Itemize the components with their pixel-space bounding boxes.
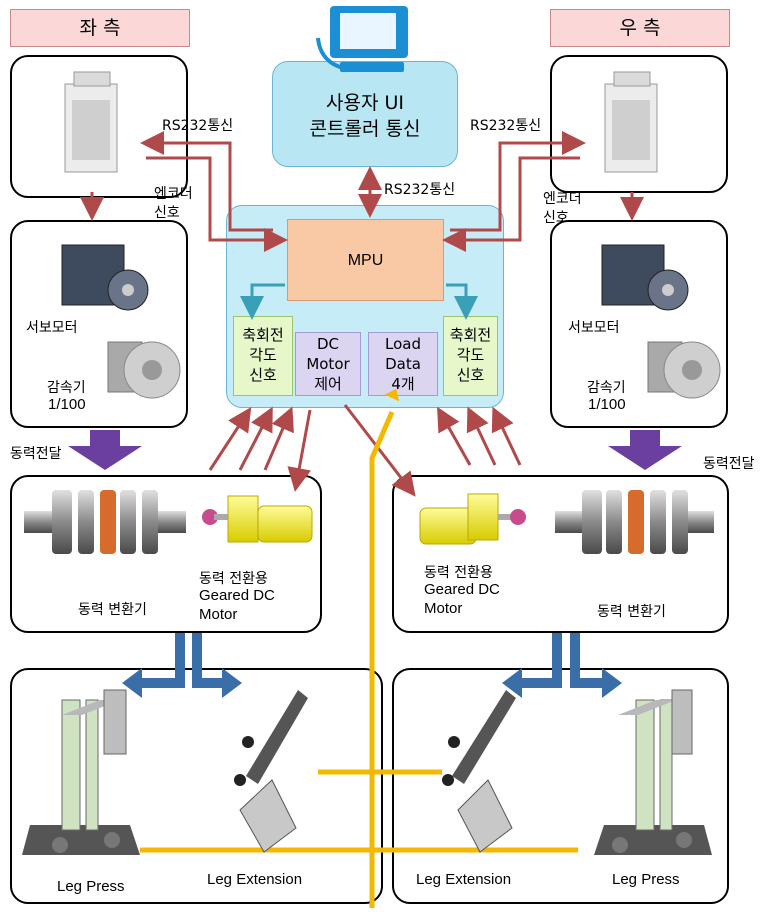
right-converter-label: 동력 변환기 — [597, 604, 666, 620]
right-leg-press-icon — [594, 689, 712, 855]
left-angle-line3: 신호 — [249, 366, 277, 384]
rs232-left-label: RS232통신 — [162, 118, 234, 134]
dc-motor-control-block: DC Motor 제어 — [295, 332, 361, 396]
right-reducer-icon — [647, 341, 721, 399]
right-motor-label-2: Geared DC — [424, 581, 500, 598]
left-servo-motor-icon — [61, 244, 149, 311]
load-data-line3: 4개 — [391, 375, 415, 393]
rs232-center-label: RS232통신 — [384, 182, 456, 198]
left-side-tag: 좌 측 — [10, 9, 190, 47]
right-servo-motor-icon — [601, 244, 689, 311]
rs232-right-label: RS232통신 — [470, 118, 542, 134]
right-rs232-arrow — [450, 131, 586, 232]
left-power-transfer-label: 동력전달 — [10, 446, 62, 462]
right-servo-motor-label: 서보모터 — [568, 320, 620, 336]
left-power-converter-icon — [24, 490, 186, 554]
right-sensor-arrow-1 — [437, 406, 472, 466]
load-data-line2: Data — [385, 355, 421, 373]
left-servo-motor-label: 서보모터 — [26, 320, 78, 336]
left-converter-label: 동력 변환기 — [78, 602, 147, 618]
right-servo-driver-icon — [604, 71, 658, 173]
left-reducer-icon — [107, 341, 181, 399]
load-data-line1: Load — [385, 335, 421, 353]
left-encoder-label-2: 신호 — [154, 205, 180, 221]
left-angle-teal-arrow — [240, 283, 285, 320]
load-data-yellow-lines — [140, 411, 578, 908]
right-sensor-arrow-3 — [491, 406, 522, 466]
right-sensor-arrow-2 — [466, 406, 497, 466]
right-blue-split-arrow — [502, 633, 622, 698]
dc-motor-line1: DC — [316, 335, 340, 353]
left-sensor-arrow-2 — [238, 406, 273, 471]
right-angle-line3: 신호 — [456, 366, 485, 384]
left-encoder-arrow — [146, 156, 288, 252]
user-ui-line2: 콘트롤러 통신 — [309, 118, 421, 140]
left-leg-press-label: Leg Press — [57, 878, 125, 895]
dc-motor-line3: 제어 — [314, 375, 342, 393]
right-encoder-arrow — [442, 156, 580, 252]
left-geared-dc-motor-icon — [202, 495, 313, 543]
right-reducer-label-2: 1/100 — [588, 396, 626, 413]
mpu-block: MPU — [287, 219, 444, 301]
right-leg-extension-icon — [442, 690, 516, 853]
left-angle-signal-block: 축회전 각도 신호 — [233, 316, 293, 396]
left-motor-label-3: Motor — [199, 606, 238, 623]
right-angle-line2: 각도 — [456, 346, 485, 364]
dc-motor-line2: Motor — [306, 355, 350, 373]
left-blue-split-arrow — [122, 633, 242, 698]
left-motor-label-2: Geared DC — [199, 587, 275, 604]
left-leg-press-icon — [22, 689, 140, 855]
left-angle-line2: 각도 — [249, 346, 277, 364]
right-angle-line1: 축회전 — [449, 326, 492, 344]
left-power-arrow — [68, 430, 142, 470]
right-geared-dc-motor-icon — [419, 493, 526, 545]
left-angle-line1: 축회전 — [242, 326, 284, 344]
left-encoder-label-1: 엔코더 — [154, 186, 193, 202]
left-dc-motor-arrow — [287, 409, 312, 492]
left-servo-driver-icon — [64, 71, 118, 173]
left-leg-extension-label: Leg Extension — [207, 871, 303, 888]
left-motor-label-1: 동력 전환용 — [199, 571, 268, 587]
left-sensor-arrow-1 — [208, 406, 252, 471]
right-power-converter-icon — [555, 490, 714, 554]
computer-icon — [316, 6, 408, 72]
right-reducer-label-1: 감속기 — [587, 380, 626, 396]
right-leg-extension-label: Leg Extension — [416, 871, 512, 888]
left-leg-extension-icon — [234, 690, 308, 853]
load-data-block: Load Data 4개 — [368, 332, 438, 396]
right-leg-press-label: Leg Press — [612, 871, 680, 888]
right-encoder-label-1: 엔코더 — [543, 191, 582, 207]
user-ui-line1: 사용자 UI — [326, 92, 404, 114]
right-power-transfer-label: 동력전달 — [703, 456, 755, 472]
right-side-tag: 우 측 — [550, 9, 730, 47]
left-reducer-label-2: 1/100 — [48, 396, 86, 413]
left-sensor-arrow-3 — [263, 406, 294, 471]
right-motor-label-1: 동력 전환용 — [424, 565, 493, 581]
left-reducer-label-1: 감속기 — [47, 380, 86, 396]
right-power-arrow — [608, 430, 682, 470]
right-encoder-label-2: 신호 — [543, 210, 569, 226]
right-angle-signal-block: 축회전 각도 신호 — [443, 316, 498, 396]
right-motor-label-3: Motor — [424, 600, 463, 617]
right-angle-teal-arrow — [446, 283, 478, 320]
